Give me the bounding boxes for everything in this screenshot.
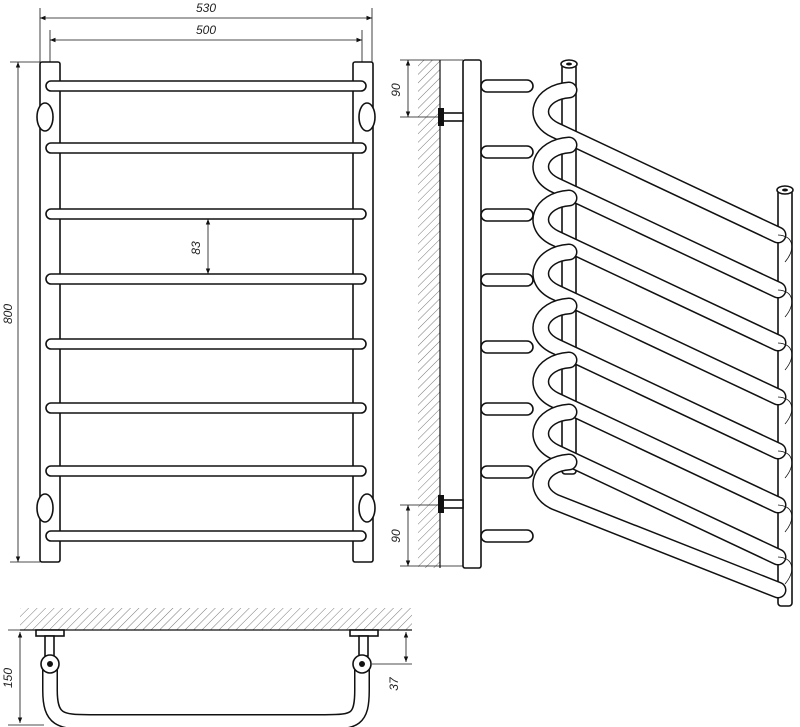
side-bar-ends xyxy=(480,79,534,543)
dim-rail-width: 500 xyxy=(49,23,363,64)
side-view: 90 90 xyxy=(389,59,534,569)
iso-bar xyxy=(532,403,787,566)
dim-bottom-offset: 90 xyxy=(389,504,463,567)
front-bar xyxy=(45,273,367,285)
wall-section xyxy=(418,60,440,568)
wall-top xyxy=(20,608,412,630)
dim-label-wall-gap: 37 xyxy=(387,676,401,691)
dim-label-bar-spacing: 83 xyxy=(189,241,203,255)
top-view: 150 37 xyxy=(1,608,412,727)
dim-label-height: 800 xyxy=(1,304,15,324)
iso-front-bends xyxy=(777,234,793,585)
iso-bars xyxy=(532,81,787,599)
dim-overall-width: 530 xyxy=(39,1,373,64)
front-view: 530 500 800 xyxy=(1,1,376,563)
front-bar xyxy=(45,465,367,477)
front-bars xyxy=(45,80,367,542)
front-bar xyxy=(45,338,367,350)
isometric-view xyxy=(532,59,794,607)
wall-brackets-front xyxy=(36,102,376,523)
dim-depth: 150 xyxy=(1,629,44,726)
iso-bar xyxy=(532,81,787,244)
iso-bar xyxy=(532,297,787,460)
wall-brackets-side xyxy=(438,108,464,513)
front-bar xyxy=(45,142,367,154)
dim-label-top-offset: 90 xyxy=(389,83,403,97)
iso-bar xyxy=(532,453,787,599)
dim-label-rail-width: 500 xyxy=(196,23,216,37)
dim-wall-gap: 37 xyxy=(372,629,412,691)
left-rail xyxy=(39,61,61,563)
dim-label-bottom-offset: 90 xyxy=(389,529,403,543)
right-rail xyxy=(352,61,374,563)
dim-bar-spacing: 83 xyxy=(189,219,211,274)
iso-bar xyxy=(532,243,787,406)
dim-height: 800 xyxy=(1,61,40,563)
iso-bar xyxy=(532,351,787,514)
front-bar xyxy=(45,80,367,92)
front-bar xyxy=(45,530,367,542)
u-bar-outline xyxy=(42,664,370,727)
side-rail xyxy=(462,59,482,569)
front-bar xyxy=(45,208,367,220)
iso-bar xyxy=(532,136,787,299)
dim-top-offset: 90 xyxy=(389,59,463,118)
dim-label-overall-width: 530 xyxy=(196,1,216,15)
iso-bar xyxy=(532,189,787,352)
front-bar xyxy=(45,402,367,414)
dim-label-depth: 150 xyxy=(1,668,15,688)
